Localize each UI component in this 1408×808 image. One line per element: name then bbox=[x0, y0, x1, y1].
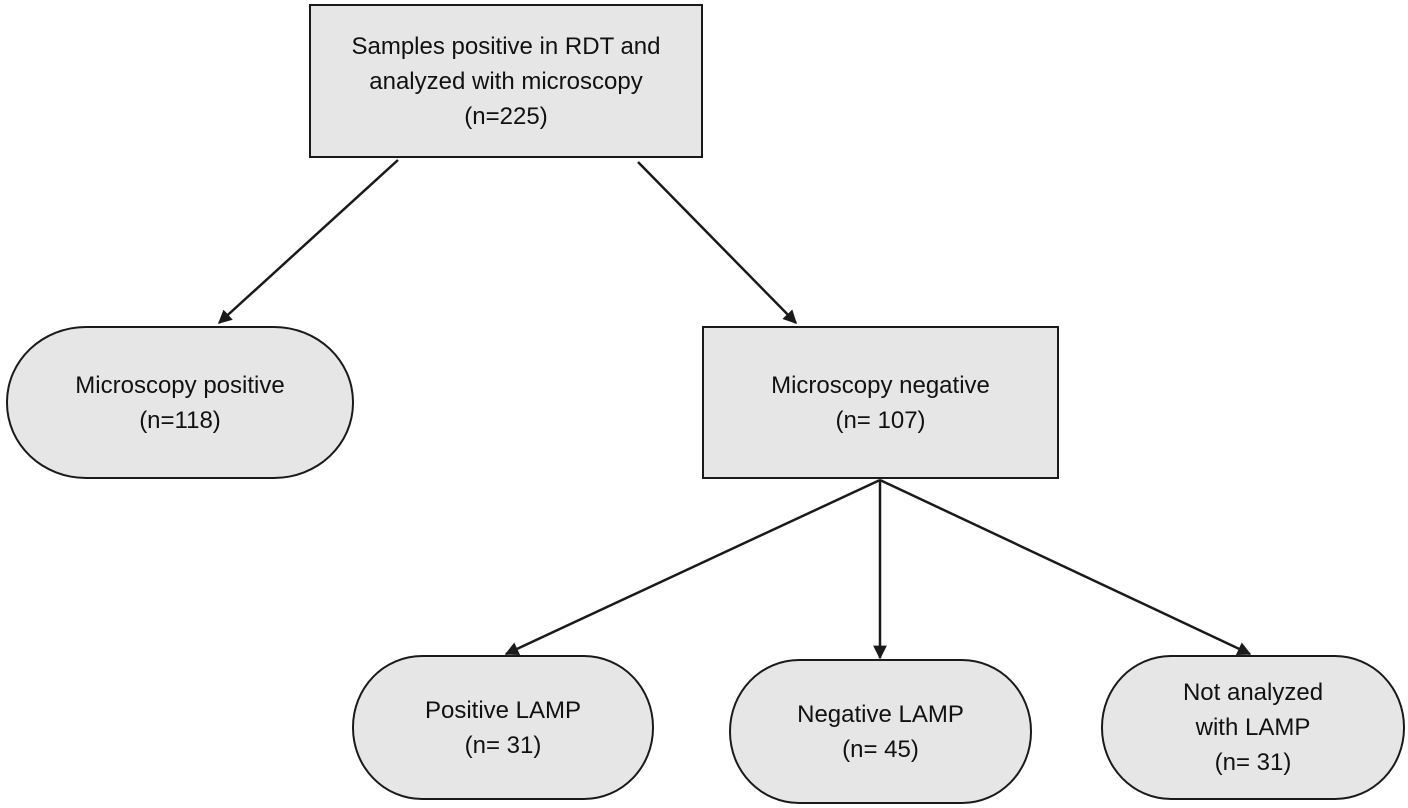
node-count: (n=225) bbox=[464, 102, 548, 130]
node-microscopy-negative: Microscopy negative (n= 107) bbox=[702, 326, 1059, 479]
node-not-analyzed-with-lamp: Not analyzed with LAMP (n= 31) bbox=[1101, 655, 1405, 800]
node-label: Samples positive in RDT and bbox=[351, 32, 661, 60]
node-label: Not analyzed bbox=[1182, 679, 1324, 706]
node-count: (n=118) bbox=[139, 406, 221, 434]
node-microscopy-positive: Microscopy positive (n=118) bbox=[6, 326, 354, 479]
node-label: Positive LAMP bbox=[424, 696, 582, 724]
arrow-negative-to-positive-lamp bbox=[504, 478, 881, 656]
node-negative-lamp: Negative LAMP (n= 45) bbox=[729, 659, 1032, 804]
node-samples-positive-rdt: Samples positive in RDT and analyzed wit… bbox=[309, 4, 703, 158]
node-label: with LAMP bbox=[1195, 714, 1311, 741]
node-count: (n= 107) bbox=[835, 406, 926, 434]
node-label: Microscopy negative bbox=[771, 371, 990, 399]
node-positive-lamp: Positive LAMP (n= 31) bbox=[352, 655, 654, 800]
node-label: Microscopy positive bbox=[75, 371, 285, 399]
node-count: (n= 31) bbox=[464, 731, 542, 759]
arrow-negative-to-not-analyzed bbox=[879, 478, 1252, 656]
node-label: analyzed with microscopy bbox=[369, 67, 643, 95]
node-count: (n= 45) bbox=[842, 735, 919, 763]
node-label: Negative LAMP bbox=[797, 700, 964, 728]
arrow-root-to-microscopy-negative bbox=[637, 161, 797, 324]
node-count: (n= 31) bbox=[1214, 749, 1292, 776]
arrow-root-to-microscopy-positive bbox=[217, 159, 399, 324]
